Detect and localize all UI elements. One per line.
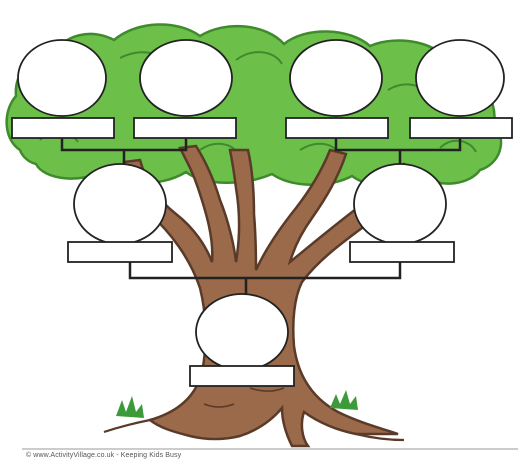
photo-circle-parent-2[interactable] — [354, 164, 446, 244]
photo-circle-grandparent-2[interactable] — [140, 40, 232, 116]
photo-circle-parent-1[interactable] — [74, 164, 166, 244]
photo-circle-grandparent-3[interactable] — [290, 40, 382, 116]
name-box-grandparent-4[interactable] — [410, 118, 512, 138]
photo-circle-child[interactable] — [196, 294, 288, 370]
name-box-grandparent-1[interactable] — [12, 118, 114, 138]
name-box-parent-2[interactable] — [350, 242, 454, 262]
photo-circle-grandparent-1[interactable] — [18, 40, 106, 116]
name-box-grandparent-2[interactable] — [134, 118, 236, 138]
root-left — [104, 420, 150, 432]
child-row — [190, 294, 294, 386]
name-box-child[interactable] — [190, 366, 294, 386]
grass-tuft-right — [330, 390, 358, 410]
credit-text: © www.ActivityVillage.co.uk - Keeping Ki… — [26, 452, 181, 459]
name-box-parent-1[interactable] — [68, 242, 172, 262]
photo-circle-grandparent-4[interactable] — [416, 40, 504, 116]
grass-tuft-left — [116, 396, 144, 418]
name-box-grandparent-3[interactable] — [286, 118, 388, 138]
